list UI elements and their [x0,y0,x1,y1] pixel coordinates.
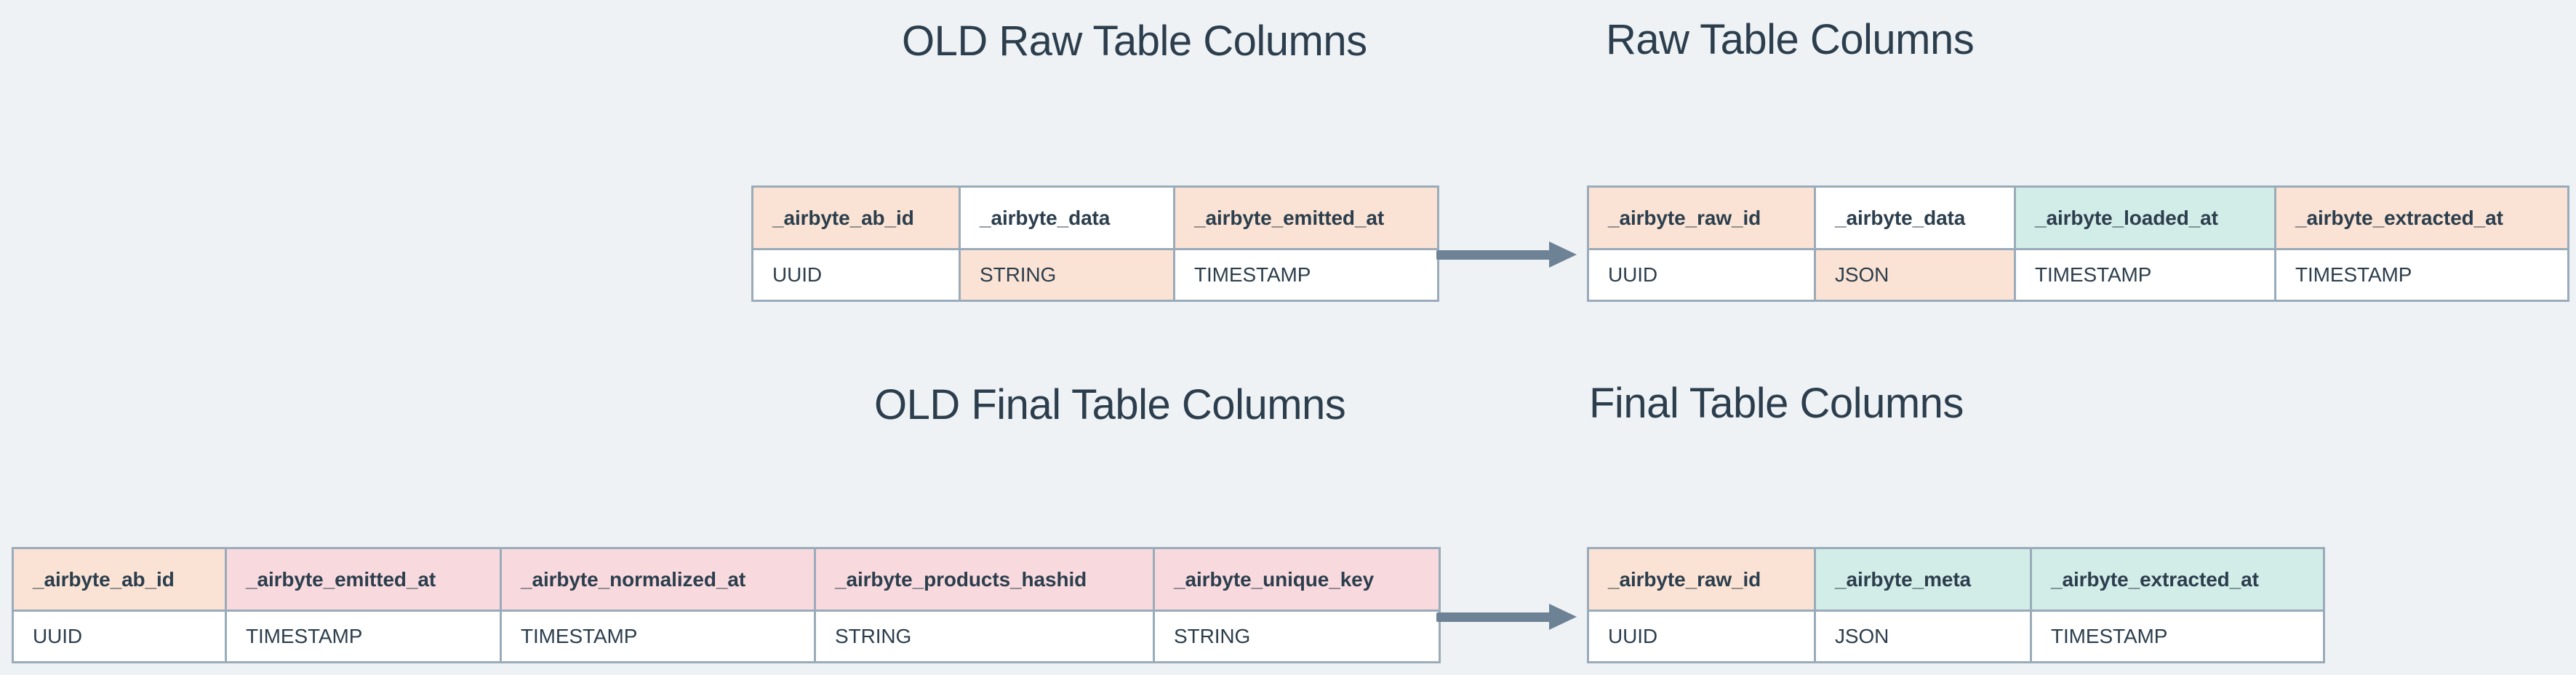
table-row: UUID TIMESTAMP TIMESTAMP STRING STRING [14,612,1439,661]
arrow-right-icon-raw [1436,240,1585,269]
column-type: JSON [1816,612,2032,661]
arrow-shaft [1436,612,1553,622]
column-type: STRING [1155,612,1439,661]
heading-final-table-columns: Final Table Columns [1589,380,1964,427]
column-type: STRING [816,612,1155,661]
column-header: _airbyte_data [961,188,1175,250]
column-header: _airbyte_emitted_at [227,549,502,612]
column-header: _airbyte_raw_id [1589,549,1816,612]
table-raw-columns: _airbyte_raw_id _airbyte_data _airbyte_l… [1587,185,2569,302]
column-header: _airbyte_loaded_at [2016,188,2276,250]
column-type: TIMESTAMP [1175,250,1437,300]
table-old-final-columns: _airbyte_ab_id _airbyte_emitted_at _airb… [12,547,1441,663]
column-type: TIMESTAMP [2016,250,2276,300]
table-row: UUID STRING TIMESTAMP [753,250,1437,300]
column-type: TIMESTAMP [227,612,502,661]
column-header: _airbyte_unique_key [1155,549,1439,612]
column-header: _airbyte_normalized_at [502,549,816,612]
heading-old-final-table-columns: OLD Final Table Columns [874,381,1346,428]
table-header-row: _airbyte_raw_id _airbyte_meta _airbyte_e… [1589,549,2323,612]
column-type: TIMESTAMP [502,612,816,661]
table-row: UUID JSON TIMESTAMP TIMESTAMP [1589,250,2567,300]
column-header: _airbyte_meta [1816,549,2032,612]
table-header-row: _airbyte_ab_id _airbyte_emitted_at _airb… [14,549,1439,612]
column-header: _airbyte_raw_id [1589,188,1816,250]
table-final-columns: _airbyte_raw_id _airbyte_meta _airbyte_e… [1587,547,2325,663]
column-type: UUID [1589,250,1816,300]
table-old-raw-columns: _airbyte_ab_id _airbyte_data _airbyte_em… [751,185,1439,302]
column-header: _airbyte_ab_id [14,549,227,612]
column-type: TIMESTAMP [2276,250,2567,300]
arrow-head [1549,241,1577,268]
arrow-shaft [1436,250,1553,260]
table-row: UUID JSON TIMESTAMP [1589,612,2323,661]
column-header: _airbyte_data [1816,188,2016,250]
heading-old-raw-table-columns: OLD Raw Table Columns [902,17,1367,65]
column-header: _airbyte_extracted_at [2032,549,2323,612]
column-header: _airbyte_extracted_at [2276,188,2567,250]
column-header: _airbyte_products_hashid [816,549,1155,612]
arrow-right-icon-final [1436,602,1585,631]
column-type: UUID [1589,612,1816,661]
column-header: _airbyte_emitted_at [1175,188,1437,250]
table-header-row: _airbyte_ab_id _airbyte_data _airbyte_em… [753,188,1437,250]
table-header-row: _airbyte_raw_id _airbyte_data _airbyte_l… [1589,188,2567,250]
column-type: UUID [753,250,961,300]
column-type: STRING [961,250,1175,300]
heading-raw-table-columns: Raw Table Columns [1606,16,1975,63]
arrow-head [1549,604,1577,630]
column-header: _airbyte_ab_id [753,188,961,250]
column-type: JSON [1816,250,2016,300]
column-type: TIMESTAMP [2032,612,2323,661]
column-type: UUID [14,612,227,661]
